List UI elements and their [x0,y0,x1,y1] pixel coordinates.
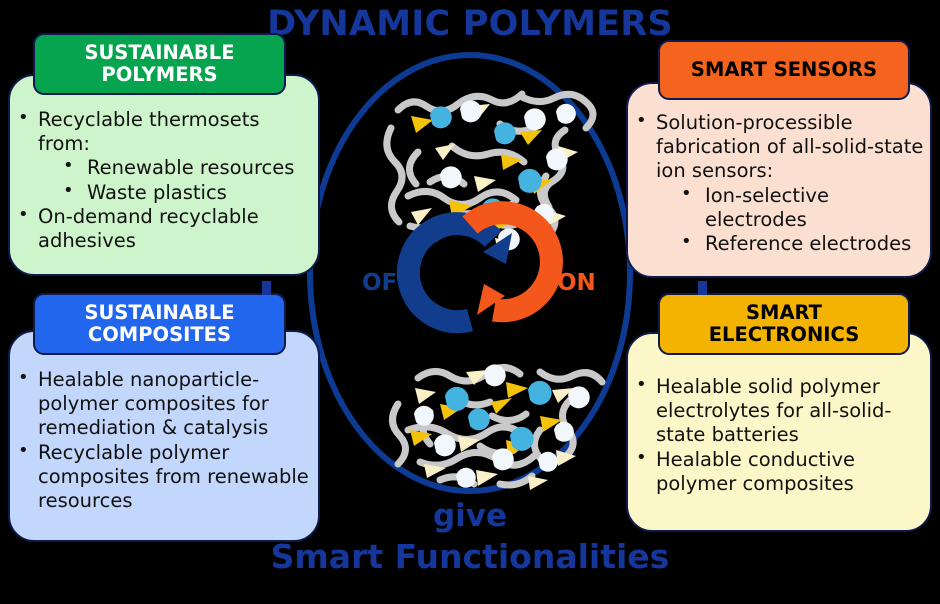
list-item: Waste plastics [61,180,314,205]
header-line: SMART SENSORS [690,58,878,82]
body-sustainable-polymers: Recyclable thermosets from: Renewable re… [14,107,314,253]
list-item: Reference electrodes [679,231,928,256]
header-line: SMART [746,301,822,325]
diagram-title: DYNAMIC POLYMERS [267,4,673,44]
body-sustainable-composites: Healable nanoparticle-polymer composites… [14,367,314,514]
header-line: POLYMERS [101,63,218,86]
header-line: SUSTAINABLE [84,41,235,65]
header-sustainable-composites[interactable]: SUSTAINABLE COMPOSITES [33,293,286,355]
body-smart-electronics: Healable solid polymer electrolytes for … [632,374,928,496]
list-item: Renewable resources [61,155,314,180]
body-smart-sensors: Solution-processible fabrication of all-… [632,110,928,256]
list-item: Recyclable polymer composites from renew… [14,440,314,514]
cycle-on-label: ON [557,270,596,296]
cycle-arrow-on [462,201,563,323]
list-item: Ion-selective electrodes [679,183,928,232]
cycle-off-label: OFF [362,270,413,296]
connector-left [262,281,271,295]
footer-give: give [432,498,508,534]
list-item: Recyclable thermosets from: Renewable re… [14,107,314,205]
list-item: Solution-processible fabrication of all-… [632,110,928,256]
list-item: Healable conductive polymer composites [632,447,928,496]
header-smart-electronics[interactable]: SMART ELECTRONICS [658,293,910,355]
header-line: COMPOSITES [87,323,232,346]
connector-right [698,281,707,295]
header-line: ELECTRONICS [708,323,860,346]
list-item: Healable solid polymer electrolytes for … [632,374,928,448]
header-smart-sensors[interactable]: SMART SENSORS [658,40,910,100]
list-item: Healable nanoparticle-polymer composites… [14,367,314,441]
list-item: On-demand recyclable adhesives [14,204,314,253]
cycle-arrow-off [396,212,512,334]
header-line: SUSTAINABLE [84,301,235,325]
header-sustainable-polymers[interactable]: SUSTAINABLE POLYMERS [33,33,286,95]
dynamic-cycle-ring [307,52,633,494]
footer-smart-functionalities: Smart Functionalities [270,537,670,576]
polymer-network-bottom [389,364,606,490]
